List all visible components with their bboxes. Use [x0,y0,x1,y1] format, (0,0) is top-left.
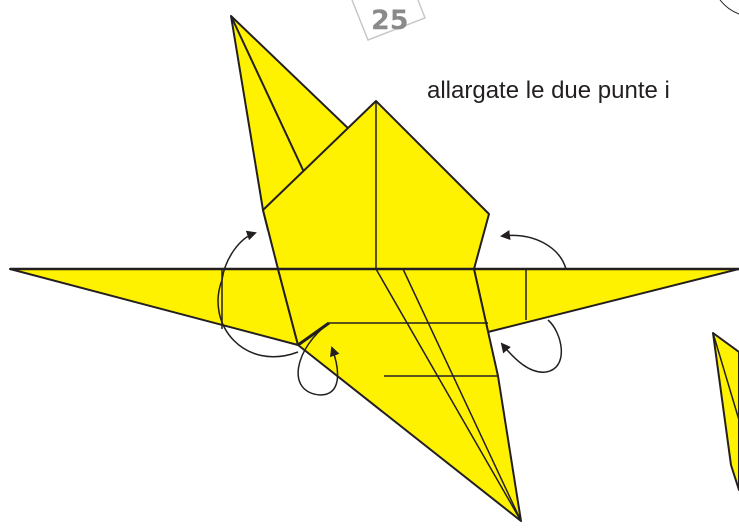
curved-arrow-icon [500,230,567,270]
curved-arrow-icon [217,230,299,358]
curved-arrow-icon [500,319,563,373]
edge-curve [719,0,739,15]
instruction-text: allargate le due punte i [427,77,670,104]
step-number: 25 [371,5,409,36]
next-step-shape [712,332,739,491]
fold-arrows [217,230,567,396]
step-badge: 25 [351,0,426,41]
left-wing [9,268,299,346]
curved-arrow-icon [297,322,340,396]
right-wing [473,268,739,333]
